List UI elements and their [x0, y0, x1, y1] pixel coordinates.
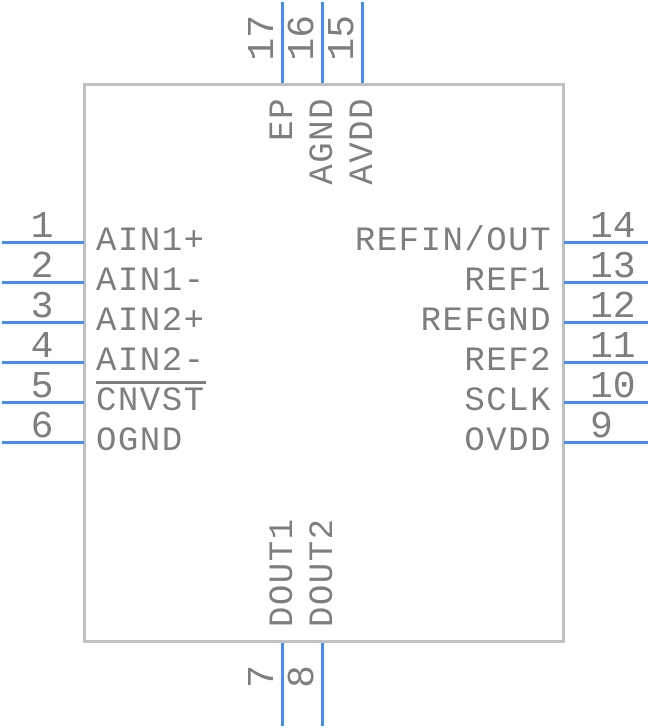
pin-5-line: [2, 401, 84, 404]
pin-6-label: OGND: [96, 423, 184, 461]
pin-12-line: [564, 321, 648, 324]
pin-16-number: 16: [282, 15, 325, 61]
pin-12-number: 12: [590, 286, 636, 329]
pin-17-label: EP: [265, 97, 303, 141]
pin-9-number: 9: [590, 406, 613, 449]
pin-7-line: [281, 643, 284, 726]
pin-15-line: [361, 2, 364, 83]
pin-16-label: AGND: [305, 97, 343, 185]
pin-6-number: 6: [30, 406, 54, 449]
pin-1-label: AIN1+: [96, 223, 206, 261]
pin-16-line: [321, 2, 324, 83]
pin-3-label: AIN2+: [96, 303, 206, 341]
pin-11-number: 11: [590, 326, 636, 369]
pin-6-line: [2, 441, 84, 444]
pin-8-label: DOUT2: [305, 517, 343, 627]
pin-8-number: 8: [282, 665, 325, 688]
pin-2-label: AIN1-: [96, 263, 206, 301]
pin-13-label: REF1: [464, 263, 552, 301]
pin-2-line: [2, 281, 84, 284]
pin-11-line: [564, 361, 648, 364]
pin-1-line: [2, 241, 84, 244]
pin-10-label: SCLK: [464, 383, 552, 421]
pin-9-label: OVDD: [464, 423, 552, 461]
pin-9-line: [564, 441, 648, 444]
pin-2-number: 2: [30, 246, 54, 289]
pin-10-line: [564, 401, 648, 404]
cnvst-active-low-bar: [96, 381, 206, 384]
pin-12-label: REFGND: [420, 303, 552, 341]
pin-14-number: 14: [590, 206, 636, 249]
pin-3-line: [2, 321, 84, 324]
component-body: [83, 83, 565, 643]
pin-4-number: 4: [30, 326, 54, 369]
pin-15-label: AVDD: [345, 97, 383, 185]
pin-7-label: DOUT1: [265, 517, 303, 627]
pin-17-number: 17: [242, 15, 285, 61]
pin-14-line: [564, 241, 648, 244]
pin-8-line: [321, 643, 324, 726]
pin-13-number: 13: [590, 246, 636, 289]
pin-11-label: REF2: [464, 343, 552, 381]
pin-13-line: [564, 281, 648, 284]
pin-4-line: [2, 361, 84, 364]
pin-5-number: 5: [30, 366, 54, 409]
pin-4-label: AIN2-: [96, 343, 206, 381]
pin-17-line: [281, 2, 284, 83]
pin-3-number: 3: [30, 286, 54, 329]
pin-5-label: CNVST: [96, 383, 206, 421]
pin-14-label: REFIN/OUT: [354, 223, 552, 261]
pin-10-number: 10: [590, 366, 636, 409]
pin-1-number: 1: [30, 206, 54, 249]
pin-7-number: 7: [242, 665, 285, 688]
pin-15-number: 15: [322, 15, 365, 61]
